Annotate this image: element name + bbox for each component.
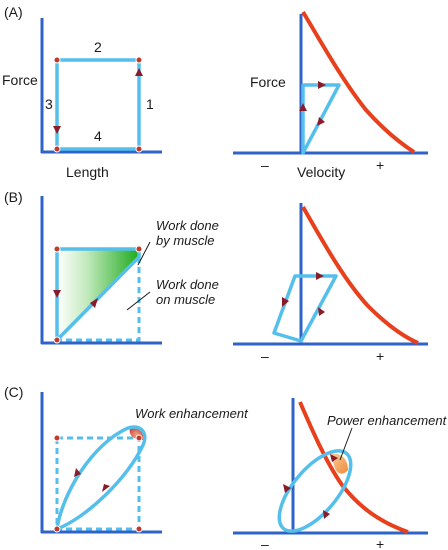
note-power-enhancement: Power enhancement <box>327 413 448 428</box>
work-loop <box>54 425 147 532</box>
arrow-down-icon <box>53 126 61 134</box>
work-loop <box>277 449 353 533</box>
panel-c: (C) Work enhancement <box>4 384 448 550</box>
panel-c-label: (C) <box>4 384 23 400</box>
panel-a-label: (A) <box>4 4 23 20</box>
work-loop-rect <box>55 58 141 151</box>
note-work-by-muscle-line1: Work done <box>156 218 219 233</box>
plus-label: + <box>376 536 384 550</box>
panel-b-force-velocity-plot: – + <box>233 203 428 364</box>
corner-point <box>135 245 143 253</box>
force-velocity-curve <box>298 401 409 534</box>
leader-line <box>339 427 353 461</box>
arrow-right-icon <box>318 81 326 89</box>
side-label-2: 2 <box>94 39 102 55</box>
arrow-down-left-icon <box>102 484 110 492</box>
arrow-up-icon <box>135 68 143 76</box>
y-axis-label: Force <box>250 74 286 90</box>
plus-label: + <box>376 348 384 364</box>
corner-point <box>53 525 61 533</box>
force-velocity-curve <box>301 10 416 154</box>
arrow-down-icon <box>53 290 61 298</box>
corner-point <box>135 145 143 153</box>
corner-point <box>53 245 61 253</box>
corner-point <box>53 336 61 344</box>
reference-rect-dashed <box>55 436 141 531</box>
arrow-up-icon <box>299 103 307 111</box>
corner-point <box>53 56 61 64</box>
arrow-up-right-icon <box>74 468 81 477</box>
corner-point <box>53 145 61 153</box>
corner-point <box>135 434 143 442</box>
x-axis-label: Length <box>66 164 109 180</box>
corner-point <box>53 434 61 442</box>
note-work-on-muscle-line1: Work done <box>156 277 219 292</box>
leader-line <box>126 291 151 311</box>
minus-label: – <box>261 348 269 364</box>
y-axis-label: Force <box>2 72 38 88</box>
panel-b-label: (B) <box>4 189 23 205</box>
note-work-on-muscle-line2: on muscle <box>156 292 215 307</box>
panel-a-force-length-plot: Force Length 1 2 3 4 <box>2 18 162 180</box>
side-label-3: 3 <box>45 96 53 112</box>
force-velocity-curve <box>301 206 419 345</box>
leader-line <box>137 241 151 266</box>
arrow-down-left-icon <box>323 510 330 519</box>
arrow-up-right-icon <box>90 298 98 308</box>
corner-point <box>135 56 143 64</box>
minus-label: – <box>261 157 269 173</box>
plus-label: + <box>376 157 384 173</box>
minus-label: – <box>261 536 269 550</box>
note-work-enhancement: Work enhancement <box>135 406 249 421</box>
corner-point <box>135 525 143 533</box>
arrow-right-icon <box>330 454 338 462</box>
side-label-1: 1 <box>146 96 154 112</box>
side-label-4: 4 <box>94 128 102 144</box>
panel-a: (A) Force Length 1 2 3 4 <box>2 4 428 180</box>
x-axis-label: Velocity <box>297 164 345 180</box>
panel-b-force-length-plot: Work done by muscle Work done on muscle <box>40 196 219 345</box>
arrow-down-left-icon <box>318 307 325 316</box>
work-loop <box>272 274 338 343</box>
panel-c-force-velocity-plot: Power enhancement – + <box>233 398 448 550</box>
arrow-up-icon <box>283 484 291 493</box>
panel-c-force-length-plot: Work enhancement <box>40 392 249 534</box>
panel-a-force-velocity-plot: Force Velocity – + <box>233 10 428 180</box>
arrow-down-left-icon <box>317 117 325 126</box>
arrow-right-icon <box>316 272 324 280</box>
note-work-by-muscle-line2: by muscle <box>156 233 215 248</box>
arrow-up-right-icon <box>282 297 289 307</box>
panel-b: (B) Work done by muscle Work done on mus… <box>4 189 428 364</box>
